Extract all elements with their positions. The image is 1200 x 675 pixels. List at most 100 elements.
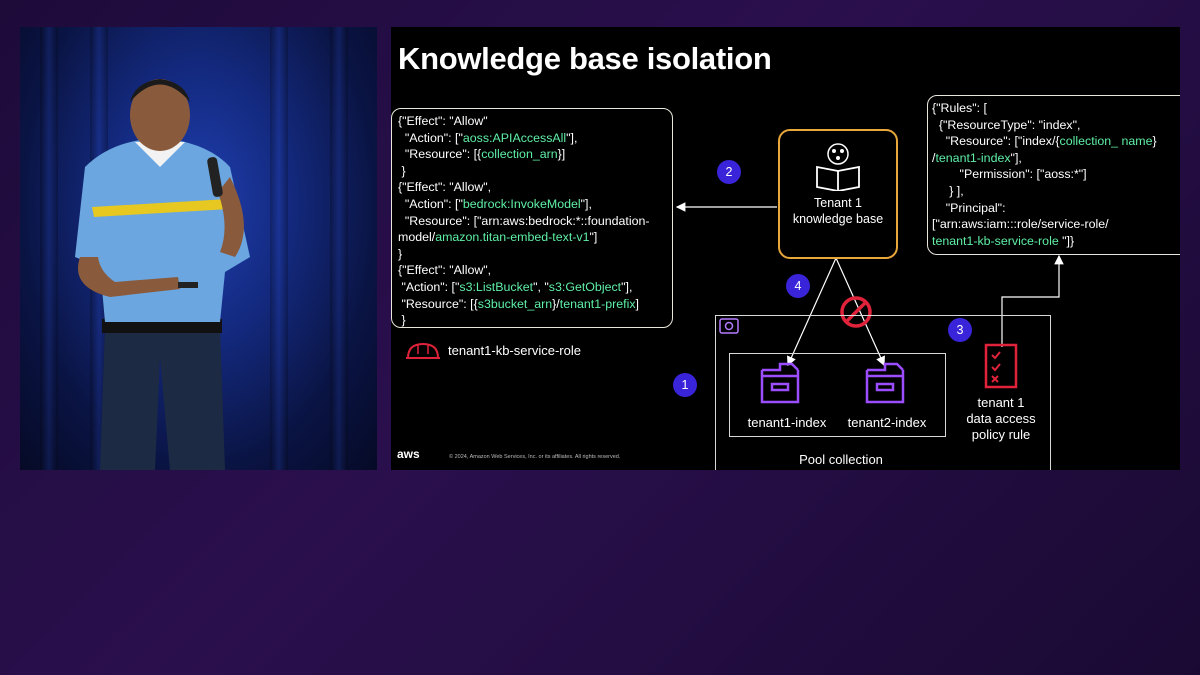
kb-label-line2: knowledge base xyxy=(792,212,884,226)
iam-policy-line: } xyxy=(398,312,672,329)
tenant1-index-label: tenant1-index xyxy=(747,415,827,430)
code-token: s3bucket_arn xyxy=(477,296,553,311)
policy-label-line1: tenant 1 xyxy=(977,395,1025,410)
step-badge-2: 2 xyxy=(717,160,741,184)
copyright-notice: © 2024, Amazon Web Services, Inc. or its… xyxy=(449,454,621,460)
code-token: } ], xyxy=(932,183,964,198)
code-token: "Resource": ["index/{ xyxy=(932,134,1060,149)
code-token: {"Effect": "Allow" xyxy=(398,114,488,128)
iam-policy-line: } xyxy=(398,163,672,180)
code-token: {"ResourceType": "index", xyxy=(932,117,1081,132)
slide-title: Knowledge base isolation xyxy=(398,41,772,76)
iam-policy-line: {"Effect": "Allow" xyxy=(398,113,672,130)
code-token: model/ xyxy=(398,230,436,245)
iam-policy-line: {"Effect": "Allow", xyxy=(398,179,672,196)
code-token: / xyxy=(932,150,936,165)
iam-policy-line: "Resource": [{s3bucket_arn}/tenant1-pref… xyxy=(398,296,672,313)
policy-label-line2: data access xyxy=(966,411,1036,426)
code-token: {"Rules": [ xyxy=(932,101,987,115)
iam-policy-line: "Resource": [{collection_arn}] xyxy=(398,146,672,163)
aws-logo: aws xyxy=(397,447,420,461)
iam-policy-line: "Resource": ["arn:aws:bedrock:*::foundat… xyxy=(398,213,672,230)
code-token: } xyxy=(398,163,406,178)
code-token: ", " xyxy=(533,279,549,294)
code-token: "Permission": ["aoss:*"] xyxy=(932,167,1087,182)
code-token: s3:ListBucket xyxy=(459,279,534,294)
access-rules-line: "Permission": ["aoss:*"] xyxy=(932,166,1180,183)
code-token: } xyxy=(398,313,406,328)
kb-label-line1: Tenant 1 xyxy=(814,196,862,210)
code-token: "]} xyxy=(1058,233,1075,248)
deny-icon xyxy=(840,296,872,328)
code-token: amazon.titan-embed-text-v1 xyxy=(435,230,590,245)
code-token: "], xyxy=(580,196,592,211)
access-rules-line: ["arn:aws:iam:::role/service-role/ xyxy=(932,216,1180,233)
policy-label-line3: policy rule xyxy=(971,427,1031,442)
iam-policy-line: "Action": ["aoss:APIAccessAll"], xyxy=(398,130,672,147)
code-token: tenant1-index xyxy=(935,150,1011,165)
code-token: "Principal": xyxy=(932,200,1006,215)
code-token: "Action": [" xyxy=(398,196,463,211)
code-token: "], xyxy=(1010,150,1022,165)
tenant2-index-label: tenant2-index xyxy=(847,415,927,430)
code-token: tenant1-kb-service-role xyxy=(932,233,1059,248)
step-badge-1: 1 xyxy=(673,373,697,397)
access-rules-line: tenant1-kb-service-role "]} xyxy=(932,233,1180,250)
speaker-video-panel xyxy=(20,27,377,470)
iam-policy-line: {"Effect": "Allow", xyxy=(398,262,672,279)
access-rules-line: "Principal": xyxy=(932,200,1180,217)
data-access-policy-code-box: {"Rules": [ {"ResourceType": "index", "R… xyxy=(927,95,1180,255)
code-token: "Action": [" xyxy=(398,130,463,145)
code-token: tenant1-prefix xyxy=(559,296,636,311)
code-token: "], xyxy=(621,279,633,294)
code-token: bedrock:InvokeModel xyxy=(462,196,581,211)
role-label: tenant1-kb-service-role xyxy=(448,343,581,358)
access-rules-line: } ], xyxy=(932,183,1180,200)
tenant1-index-icon xyxy=(760,362,800,404)
code-token: ] xyxy=(635,296,639,311)
access-rules-line: /tenant1-index"], xyxy=(932,150,1180,167)
code-token: collection_arn xyxy=(481,147,558,162)
iam-policy-line: "Action": ["s3:ListBucket", "s3:GetObjec… xyxy=(398,279,672,296)
code-token: } xyxy=(398,246,403,261)
policy-rule-label: tenant 1 data access policy rule xyxy=(951,395,1051,443)
code-token: }/ xyxy=(552,296,560,311)
curtain-fold xyxy=(270,27,288,470)
step-badge-4: 4 xyxy=(786,274,810,298)
knowledge-base-book-icon xyxy=(816,143,860,192)
code-token: }] xyxy=(557,147,566,162)
pool-collection-label: Pool collection xyxy=(799,452,883,467)
curtain-fold xyxy=(330,27,348,470)
access-rules-line: "Resource": ["index/{collection_ name} xyxy=(932,133,1180,150)
code-token: ["arn:aws:iam:::role/service-role/ xyxy=(932,217,1109,232)
code-token: s3:GetObject xyxy=(548,279,622,294)
speaker-figure xyxy=(75,79,250,470)
access-rules-line: {"ResourceType": "index", xyxy=(932,117,1180,134)
code-token: "Resource": [{ xyxy=(398,296,478,311)
tenant1-knowledge-base: Tenant 1 knowledge base xyxy=(778,129,898,259)
code-token: "] xyxy=(589,230,598,245)
tenant2-index-icon xyxy=(865,362,905,404)
pool-collection-box xyxy=(715,315,1051,470)
policy-checklist-icon xyxy=(984,343,1018,389)
code-token: "Resource": [{ xyxy=(398,147,482,162)
code-token: } xyxy=(1152,134,1157,149)
access-rules-line: {"Rules": [ xyxy=(932,100,1180,117)
index-group-box xyxy=(729,353,946,437)
diagram-connectors xyxy=(675,202,1064,367)
code-token: {"Effect": "Allow", xyxy=(398,180,492,195)
opensearch-collection-icon xyxy=(719,318,739,334)
code-token: {"Effect": "Allow", xyxy=(398,263,492,278)
iam-role-helmet-icon xyxy=(406,342,440,359)
code-token: "Resource": ["arn:aws:bedrock:*::foundat… xyxy=(398,213,650,228)
iam-policy-code-box: {"Effect": "Allow" "Action": ["aoss:APIA… xyxy=(391,108,673,328)
iam-policy-line: "Action": ["bedrock:InvokeModel"], xyxy=(398,196,672,213)
code-token: aoss:APIAccessAll xyxy=(462,130,567,145)
code-token: collection_ name xyxy=(1059,134,1153,149)
presentation-slide: Knowledge base isolation {"Effect": "All… xyxy=(391,27,1180,470)
code-token: "Action": [" xyxy=(398,279,460,294)
iam-policy-line: } xyxy=(398,246,672,263)
curtain-fold xyxy=(40,27,58,470)
code-token: "], xyxy=(566,130,578,145)
step-badge-3: 3 xyxy=(948,318,972,342)
